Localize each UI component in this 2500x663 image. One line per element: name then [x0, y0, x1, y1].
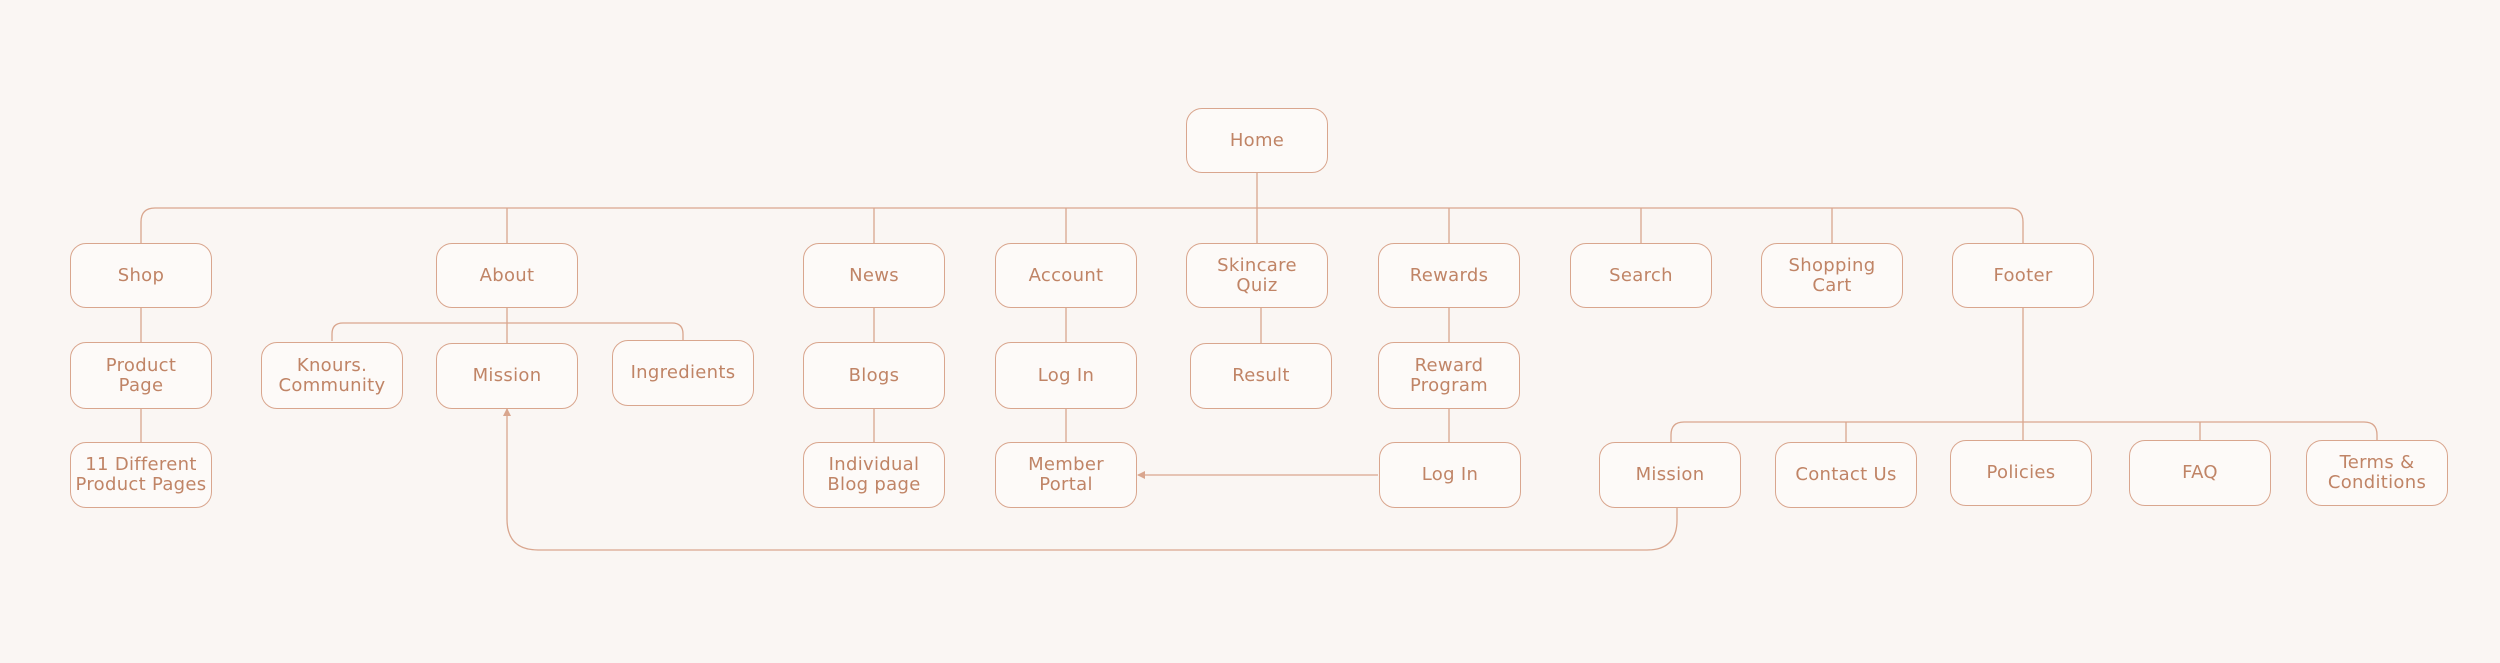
- node-account[interactable]: Account: [995, 243, 1137, 308]
- node-account-label: Account: [1028, 264, 1104, 286]
- node-reward-login[interactable]: Log In: [1379, 442, 1521, 508]
- node-community-label: Knours. Community: [278, 354, 386, 396]
- node-about-label: About: [479, 264, 535, 286]
- node-home-label: Home: [1229, 129, 1285, 151]
- node-contact-us[interactable]: Contact Us: [1775, 442, 1917, 508]
- node-blogs[interactable]: Blogs: [803, 342, 945, 409]
- footer-bus-line: [1670, 421, 2378, 442]
- node-result[interactable]: Result: [1190, 343, 1332, 409]
- node-ingredients-label: Ingredients: [630, 362, 736, 383]
- node-faq-label: FAQ: [2182, 462, 2218, 483]
- node-shop-label: Shop: [117, 264, 165, 286]
- node-skincare-quiz[interactable]: Skincare Quiz: [1186, 243, 1328, 308]
- node-terms-label: Terms & Conditions: [2327, 452, 2427, 493]
- node-news-label: News: [849, 264, 899, 286]
- node-product-page[interactable]: Product Page: [70, 342, 212, 409]
- node-search[interactable]: Search: [1570, 243, 1712, 308]
- node-shopping-cart-label: Shopping Cart: [1788, 254, 1876, 296]
- node-blog-page[interactable]: Individual Blog page: [803, 442, 945, 508]
- node-ingredients[interactable]: Ingredients: [612, 340, 754, 406]
- node-community[interactable]: Knours. Community: [261, 342, 403, 409]
- node-footer-mission-label: Mission: [1635, 464, 1705, 485]
- footer-mission-to-mission-arrow: [503, 408, 1678, 551]
- node-search-label: Search: [1609, 264, 1673, 286]
- node-account-login-label: Log In: [1037, 364, 1095, 386]
- node-member-portal[interactable]: Member Portal: [995, 442, 1137, 508]
- node-footer[interactable]: Footer: [1952, 243, 2094, 308]
- node-faq[interactable]: FAQ: [2129, 440, 2271, 506]
- node-footer-mission[interactable]: Mission: [1599, 442, 1741, 508]
- node-about[interactable]: About: [436, 243, 578, 308]
- node-rewards-label: Rewards: [1409, 264, 1489, 286]
- node-mission-label: Mission: [472, 365, 542, 386]
- node-footer-label: Footer: [1993, 264, 2053, 286]
- node-shopping-cart[interactable]: Shopping Cart: [1761, 243, 1903, 308]
- node-terms[interactable]: Terms & Conditions: [2306, 440, 2448, 506]
- node-skincare-quiz-label: Skincare Quiz: [1217, 254, 1297, 296]
- node-mission[interactable]: Mission: [436, 343, 578, 409]
- node-reward-program[interactable]: Reward Program: [1378, 342, 1520, 409]
- node-blogs-label: Blogs: [848, 364, 900, 386]
- node-account-login[interactable]: Log In: [995, 342, 1137, 409]
- node-product-page-label: Product Page: [105, 354, 177, 396]
- node-shop[interactable]: Shop: [70, 243, 212, 308]
- node-home[interactable]: Home: [1186, 108, 1328, 173]
- node-policies-label: Policies: [1986, 462, 2056, 483]
- node-member-portal-label: Member Portal: [1028, 454, 1104, 495]
- top-level-bus-line: [140, 207, 2024, 243]
- node-reward-login-label: Log In: [1421, 464, 1479, 485]
- node-result-label: Result: [1232, 365, 1290, 386]
- node-news[interactable]: News: [803, 243, 945, 308]
- node-rewards[interactable]: Rewards: [1378, 243, 1520, 308]
- node-contact-us-label: Contact Us: [1795, 464, 1897, 485]
- node-reward-program-label: Reward Program: [1409, 354, 1489, 396]
- about-bus-line: [331, 322, 684, 341]
- node-policies[interactable]: Policies: [1950, 440, 2092, 506]
- node-blog-page-label: Individual Blog page: [827, 454, 921, 495]
- node-product-pages[interactable]: 11 Different Product Pages: [70, 442, 212, 508]
- node-product-pages-label: 11 Different Product Pages: [75, 454, 207, 495]
